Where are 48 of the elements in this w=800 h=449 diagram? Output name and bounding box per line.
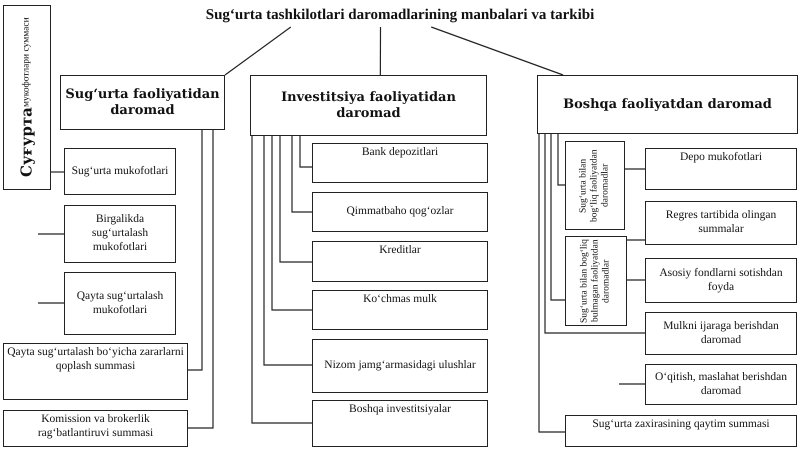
item-box: Qayta sug‘urtalash bo‘yicha zararlarni qoplash summasi [3,343,188,400]
connector-line [431,26,564,76]
item-box: Bank depozitlari [312,143,488,183]
box-text: мукофотлари суммаси [22,18,32,108]
item-box: Kreditlar [312,241,488,282]
connector-line [291,136,312,213]
connector-line [224,26,292,76]
item-box: Boshqa investitsiyalar [312,400,488,447]
item-box: Regres tartibida olingan summalar [645,201,797,245]
item-box: Asosiy fondlarni sotishdan foyda [645,258,797,303]
leader-line [619,383,645,385]
connector-line [279,136,312,263]
category-box: Sug‘urta faoliyatidan daromad [60,75,225,130]
diagram-title: Sug‘urta tashkilotlari daromadlarining manbalari va tarkibi [205,3,595,27]
leader-line [38,233,64,235]
item-box: Ko‘chmas mulk [312,290,488,330]
leader-line [38,302,64,304]
vertical-text-box: Sug‘urta bilan bog‘liq bulmagan faoliyatdan daromadlar [565,236,627,326]
connector-line [550,134,565,301]
item-box: Birgalikda sug‘urtalash mukofotlari [64,205,176,263]
connector-line [627,239,645,241]
item-box: Qimmatbaho qog‘ozlar [312,192,488,232]
item-box: Sug‘urta zaxirasining qaytim summasi [565,415,797,447]
category-box: Investitsiya faoliyatidan daromad [250,75,487,136]
connector-line [538,134,565,433]
item-box: Sug‘urta mukofotlari [64,148,176,195]
connector-line [263,136,312,366]
item-box: Komission va brokerlik rag‘batlantiruvi summasi [3,410,188,447]
item-box: Qayta sug‘urtalash mukofotlari [64,272,176,335]
connector-line [544,134,645,334]
item-box: O‘qitish, maslahat berishdan daromad [645,364,797,405]
connector-line [380,27,382,75]
box-heading: Суғурта [18,107,36,178]
connector-line [251,136,312,424]
connector-line [627,279,645,281]
connector-line [625,168,645,170]
vertical-text-box [3,5,51,190]
connector-line [188,130,214,429]
connector-line [271,136,312,311]
connector-line [299,136,312,168]
item-box: Depo mukofotlari [645,148,797,190]
connector-line [188,130,203,371]
item-box: Nizom jamg‘armasidagi ulushlar [312,339,488,393]
connector-line [557,134,565,186]
connector-line [51,171,64,173]
vertical-text-box: Sug‘urta bilan bog‘liq faoliyatdan daromadlar [565,141,625,230]
item-box: Mulkni ijaraga berishdan daromad [645,312,797,355]
category-box: Boshqa faoliyatdan daromad [537,75,798,134]
